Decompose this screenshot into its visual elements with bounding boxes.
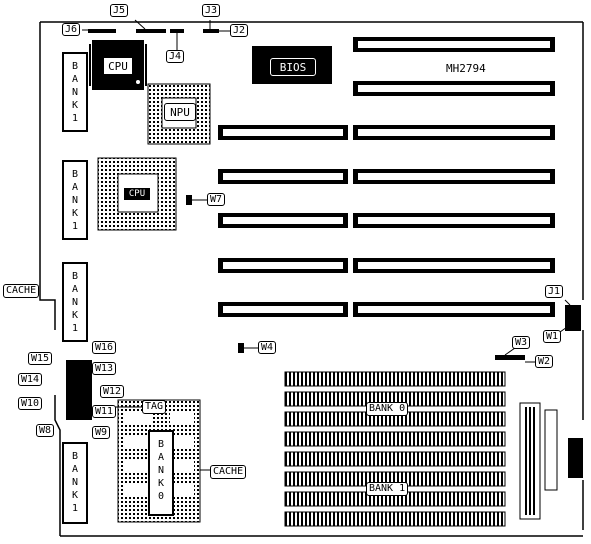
jumper-w2: W2: [535, 355, 554, 368]
jumper-j6: J6: [62, 23, 81, 36]
bank-label: BANK1: [71, 271, 79, 334]
simm-slots: [284, 371, 506, 527]
jumper-w4: W4: [258, 341, 277, 354]
jumper-blocks: [66, 29, 581, 420]
board-outline: [39, 21, 584, 537]
jumper-w10: W10: [18, 397, 43, 410]
tag-label: TAG: [142, 400, 167, 414]
jumper-w16: W16: [92, 341, 117, 354]
memory-bank-1-d: BANK1: [62, 442, 88, 524]
jumper-j2: J2: [230, 24, 249, 37]
cpu-label: CPU: [104, 58, 132, 74]
jumper-w14: W14: [18, 373, 43, 386]
right-connector: [519, 402, 583, 520]
jumper-j5: J5: [110, 4, 129, 17]
jumper-w1: W1: [543, 330, 562, 343]
memory-bank-1-a: BANK1: [62, 52, 88, 132]
jumper-w15: W15: [28, 352, 53, 365]
bank-label: BANK1: [71, 61, 79, 124]
bank-label: BANK1: [71, 169, 79, 232]
jumper-w7: W7: [207, 193, 226, 206]
memory-bank-1-c: BANK1: [62, 262, 88, 342]
bank-label: BANK1: [71, 451, 79, 514]
jumper-w12: W12: [100, 385, 125, 398]
jumper-w3: W3: [512, 336, 531, 349]
cache-label-bottom: CACHE: [210, 465, 247, 479]
jumper-w11: W11: [92, 405, 117, 418]
cache-label-left: CACHE: [3, 284, 40, 298]
memory-bank-1-b: BANK1: [62, 160, 88, 240]
jumper-w9: W9: [92, 426, 111, 439]
bank-label: BANK0: [157, 439, 165, 502]
jumper-j3: J3: [202, 4, 221, 17]
jumper-j4: J4: [166, 50, 185, 63]
bios-label: BIOS: [270, 58, 316, 76]
board-model: MH2794: [446, 62, 486, 75]
memory-bank-0: BANK0: [148, 430, 174, 516]
jumper-w13: W13: [92, 362, 117, 375]
cpu-socket-label: CPU: [124, 188, 150, 200]
jumper-j1: J1: [545, 285, 564, 298]
bank0-label: BANK 0: [366, 402, 409, 416]
leader-lines: [82, 19, 571, 471]
jumper-w8: W8: [36, 424, 55, 437]
npu-label: NPU: [164, 103, 196, 121]
bank1-label: BANK 1: [366, 482, 409, 496]
